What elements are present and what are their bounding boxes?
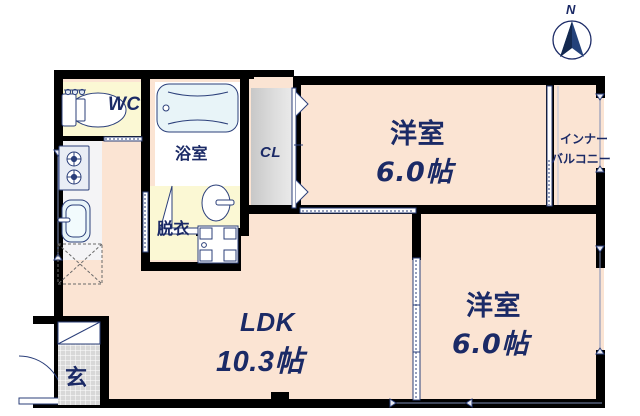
wall-bath-left [141,70,150,235]
wall-mid-horizontal-3 [540,205,604,214]
washer-space-icon [197,225,239,264]
washbasin-icon [201,184,235,222]
wall-kitchen-stub [54,138,63,148]
kitchen-stove-icon [58,145,90,191]
wall-mid-horizontal-2 [416,205,548,214]
ldk-bed1-sliding-door[interactable] [299,207,417,214]
genkan-tile [58,343,100,405]
north-arrow-icon [552,20,592,60]
kitchen-sink-icon [57,199,91,243]
wall-bottom-left [54,399,390,408]
upper-margin [0,0,640,76]
closet-door[interactable] [291,87,309,209]
left-outside-void [0,76,54,316]
wall-top-balcony [546,76,604,85]
wall-right-a [596,76,605,98]
wall-datsui-bottom [141,262,241,271]
ldk-bed2-sliding-door[interactable] [412,257,421,401]
wall-closet-right [293,76,301,212]
wall-bed2-left-top [412,214,421,260]
wall-top-closet [254,70,294,77]
wall-entry-top [33,316,63,324]
wall-top-left [54,70,254,79]
balcony-door[interactable] [546,85,553,207]
wall-closet-bottom [249,205,301,214]
opening-group [18,85,605,408]
wall-bottom-nub [271,392,289,401]
refrigerator-space-icon [57,243,103,285]
toilet-icon [61,88,127,128]
right-margin [604,0,640,416]
datsui-door[interactable] [142,191,149,253]
shoe-box-icon [57,321,101,345]
window-right-1 [595,93,605,173]
bathtub-icon [156,83,239,133]
wall-wc-bottom [57,136,143,141]
closet-fill [251,88,296,210]
wall-entry-right [100,316,109,408]
wall-right-d [596,350,605,408]
wall-entry-ceiling [56,316,108,325]
window-right-2 [595,245,605,355]
wall-bath-right [240,76,249,236]
wall-top-right [294,76,546,85]
